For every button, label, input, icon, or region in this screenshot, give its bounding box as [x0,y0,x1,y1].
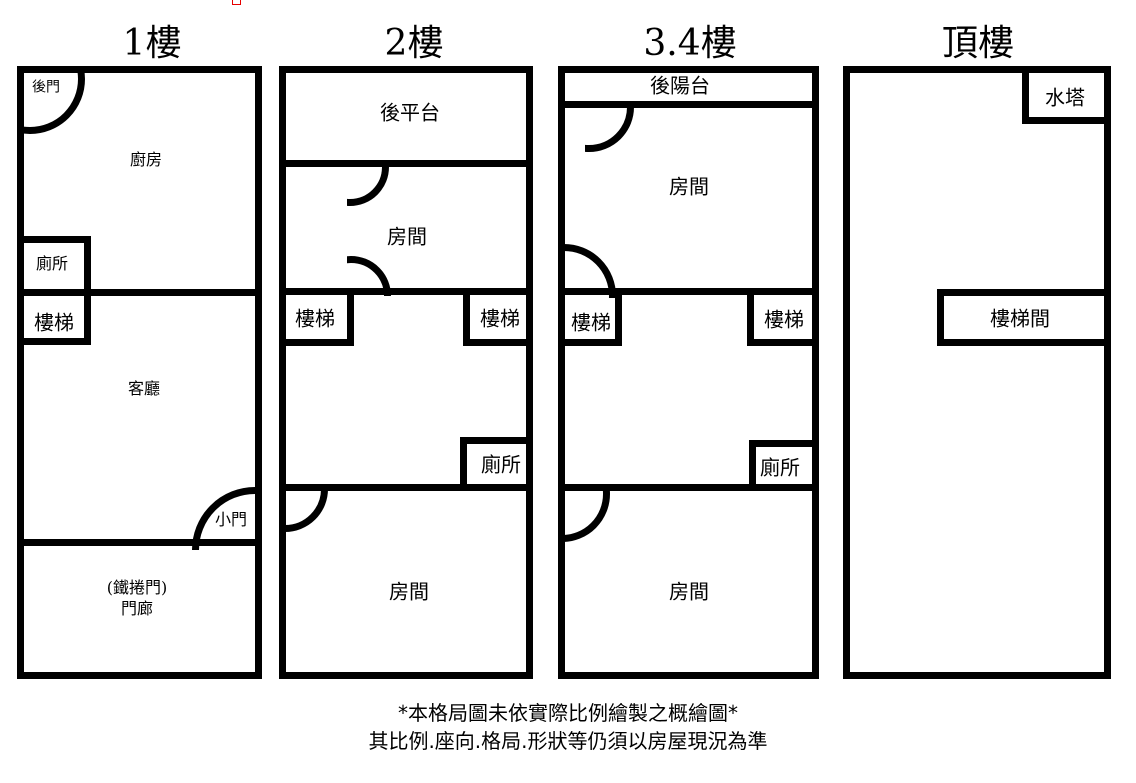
floor-1-kitchen-label: 廚房 [129,150,163,169]
floor-2-stairs-right [463,288,533,346]
floor-2-stairs-right-label: 樓梯 [480,306,520,331]
floor-2-wall-room [279,288,533,295]
floor-3-4-room-bottom-label: 房間 [669,579,709,604]
floor-2-outline [279,66,533,679]
roof-water-tower [1022,66,1111,124]
floor-3-4-title: 3.4樓 [643,23,737,64]
disclaimer-line-1: *本格局圖未依實際比例繪製之概繪圖* [398,701,738,725]
floor-3-4-room-top-label: 房間 [669,174,709,199]
floor-2-title: 2樓 [384,23,444,64]
roof-water-tower-label: 水塔 [1045,85,1085,110]
floor-2-room-bottom-label: 房間 [389,579,429,604]
floor-3-4-back-balcony-label: 後陽台 [650,73,710,98]
floor-2-wall-balcony [279,160,533,167]
disclaimer-line-2: 其比例.座向.格局.形狀等仍須以房屋現況為準 [368,729,768,753]
floor-2-toilet [460,437,533,491]
floor-2-toilet-label: 廁所 [481,452,521,477]
floor-3-4-outline [558,66,819,679]
floor-1-stairs-label: 樓梯 [34,310,74,335]
floor-2-stairs-left [279,288,354,346]
floor-3-4-toilet [749,440,819,491]
floor-3-4-stairs-right [747,288,819,346]
floor-1-title: 1樓 [122,23,182,64]
floor-1-porch-line1: (鐵捲門) [106,578,168,597]
red-mark [232,0,241,5]
roof-floor-outline [843,66,1111,679]
floor-1-outline [17,66,262,679]
floor-1-toilet-label: 廁所 [35,254,69,273]
roof-floor-title: 頂樓 [941,23,1014,64]
floor-3-4-stairs-left-label: 樓梯 [571,310,611,335]
floor-3-4-wall-bottom-room [558,484,819,491]
floor-2-back-balcony-label: 後平台 [380,100,440,125]
floor-1-back-door-label: 後門 [32,79,60,96]
floor-1-wall-porch [17,539,262,546]
floor-1-wall-kitchen [17,289,262,296]
floor-1-stairs [17,289,91,345]
floor-1-porch-line2: 門廊 [120,599,154,618]
floor-3-4-stairs-right-label: 樓梯 [764,307,804,332]
floor-3-4-wall-room [558,288,819,295]
floor-3-4-wall-balcony [558,101,819,108]
roof-stairwell [937,289,1111,346]
floor-2-wall-bottom-room [279,484,533,491]
floor-1-small-door-label: 小門 [214,510,248,529]
floor-2-room-top-label: 房間 [387,224,427,249]
floor-2-stairs-left-label: 樓梯 [295,306,335,331]
floor-3-4-toilet-label: 廁所 [760,455,800,480]
roof-stairwell-label: 樓梯間 [990,306,1050,331]
floor-1-living-room-label: 客廳 [127,379,161,398]
